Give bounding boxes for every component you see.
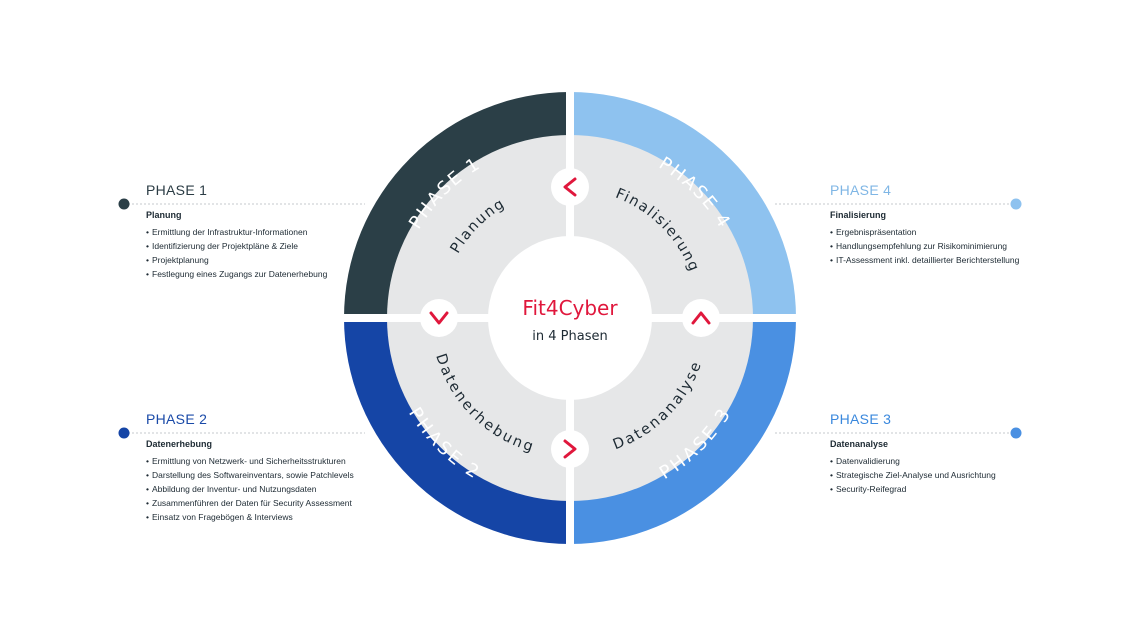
phase2-dot bbox=[118, 427, 130, 439]
phase1-panel-subtitle: Planung bbox=[146, 210, 182, 220]
chevron-left-icon bbox=[551, 168, 589, 206]
list-item: Ergebnispräsentation bbox=[830, 227, 1060, 237]
phase3-task-list: Datenvalidierung Strategische Ziel-Analy… bbox=[830, 456, 1060, 494]
center-subtitle: in 4 Phasen bbox=[532, 329, 607, 344]
phase1-dot bbox=[118, 198, 130, 210]
list-item: Abbildung der Inventur- und Nutzungsdate… bbox=[146, 484, 376, 494]
phase1-panel: PHASE 1 Planung Ermittlung der Infrastru… bbox=[146, 182, 376, 283]
chevron-right-icon bbox=[551, 430, 589, 468]
phase4-task-list: Ergebnispräsentation Handlungsempfehlung… bbox=[830, 227, 1060, 265]
list-item: Handlungsempfehlung zur Risikominimierun… bbox=[830, 241, 1060, 251]
list-item: Identifizierung der Projektpläne & Ziele bbox=[146, 241, 376, 251]
list-item: Festlegung eines Zugangs zur Datenerhebu… bbox=[146, 269, 376, 279]
list-item: Strategische Ziel-Analyse und Ausrichtun… bbox=[830, 470, 1060, 480]
list-item: Ermittlung der Infrastruktur-Information… bbox=[146, 227, 376, 237]
list-item: Zusammenführen der Daten für Security As… bbox=[146, 498, 376, 508]
phase4-panel-subtitle: Finalisierung bbox=[830, 210, 887, 220]
phase3-panel: PHASE 3 Datenanalyse Datenvalidierung St… bbox=[830, 411, 1060, 498]
list-item: Ermittlung von Netzwerk- und Sicherheits… bbox=[146, 456, 376, 466]
chevron-down-icon bbox=[420, 299, 458, 337]
phase4-dot bbox=[1010, 198, 1022, 210]
phase1-panel-title: PHASE 1 bbox=[146, 182, 208, 198]
connector-lines bbox=[124, 203, 1016, 434]
phase2-task-list: Ermittlung von Netzwerk- und Sicherheits… bbox=[146, 456, 376, 522]
list-item: Datenvalidierung bbox=[830, 456, 1060, 466]
list-item: IT-Assessment inkl. detaillierter Berich… bbox=[830, 255, 1060, 265]
phase3-panel-title: PHASE 3 bbox=[830, 411, 892, 427]
phase2-panel: PHASE 2 Datenerhebung Ermittlung von Net… bbox=[146, 411, 376, 526]
phase3-dot bbox=[1010, 427, 1022, 439]
chevron-up-icon bbox=[682, 299, 720, 337]
phase2-panel-subtitle: Datenerhebung bbox=[146, 439, 213, 449]
list-item: Einsatz von Fragebögen & Interviews bbox=[146, 512, 376, 522]
center-title: Fit4Cyber bbox=[522, 296, 618, 320]
list-item: Security-Reifegrad bbox=[830, 484, 1060, 494]
phase2-panel-title: PHASE 2 bbox=[146, 411, 208, 427]
phase1-task-list: Ermittlung der Infrastruktur-Information… bbox=[146, 227, 376, 279]
center-disc bbox=[488, 236, 652, 400]
phase4-panel-title: PHASE 4 bbox=[830, 182, 892, 198]
phase4-panel: PHASE 4 Finalisierung Ergebnispräsentati… bbox=[830, 182, 1060, 269]
phase3-panel-subtitle: Datenanalyse bbox=[830, 439, 889, 449]
list-item: Projektplanung bbox=[146, 255, 376, 265]
list-item: Darstellung des Softwareinventars, sowie… bbox=[146, 470, 376, 480]
